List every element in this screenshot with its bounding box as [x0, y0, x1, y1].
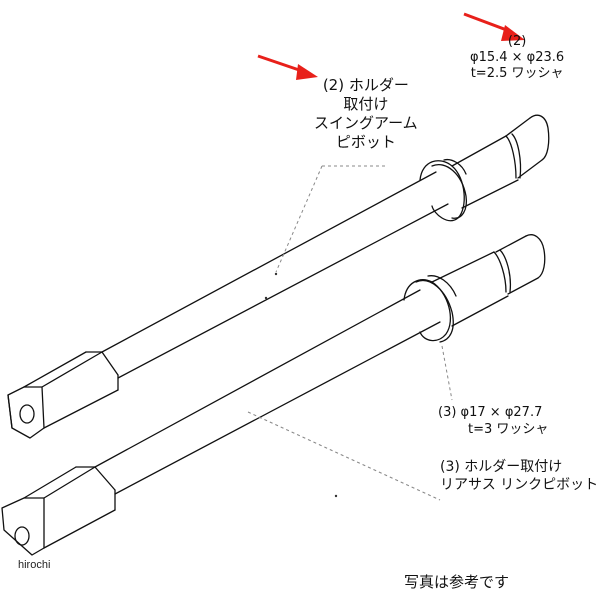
label-line: t=3 ワッシャ: [468, 422, 549, 437]
lower-holder-leader: [247, 411, 441, 501]
label-line: (3) φ17 × φ27.7: [438, 405, 543, 420]
upper-hex-head: [7, 351, 119, 439]
upper-washer: [419, 158, 468, 222]
lower-washer: [403, 275, 457, 343]
label-line: スイングアーム: [314, 114, 418, 132]
label-line: リアサス リンクピボット: [440, 477, 599, 493]
upper-washer-label: (2) φ15.4 × φ23.6 t=2.5 ワッシャ: [470, 34, 564, 82]
footer-note: 写真は参考です: [404, 573, 510, 591]
upper-holder-arrow: [257, 54, 318, 80]
upper-shaft: [7, 114, 550, 439]
label-line: (2) ホルダー: [322, 76, 409, 94]
lower-holder-label: (3) ホルダー取付け リアサス リンクピボット: [440, 458, 598, 494]
label-line: t=2.5 ワッシャ: [470, 66, 564, 81]
watermark: hirochi: [18, 559, 51, 571]
label-line: (2): [507, 34, 527, 49]
label-line: φ15.4 × φ23.6: [470, 50, 565, 65]
label-line: (3) ホルダー取付け: [440, 459, 563, 475]
lower-hex-head: [1, 466, 116, 556]
label-line: 取付け: [343, 95, 389, 113]
upper-holder-leader: [275, 165, 385, 273]
lower-washer-leader: [441, 345, 453, 401]
lower-shaft: [1, 234, 546, 556]
lower-washer-label: (3) φ17 × φ27.7 t=3 ワッシャ: [438, 404, 548, 438]
label-line: ピボット: [335, 133, 396, 151]
upper-holder-label: (2) ホルダー 取付け スイングアーム ピボット: [314, 76, 418, 152]
upper-washer-arrow: [463, 12, 525, 41]
